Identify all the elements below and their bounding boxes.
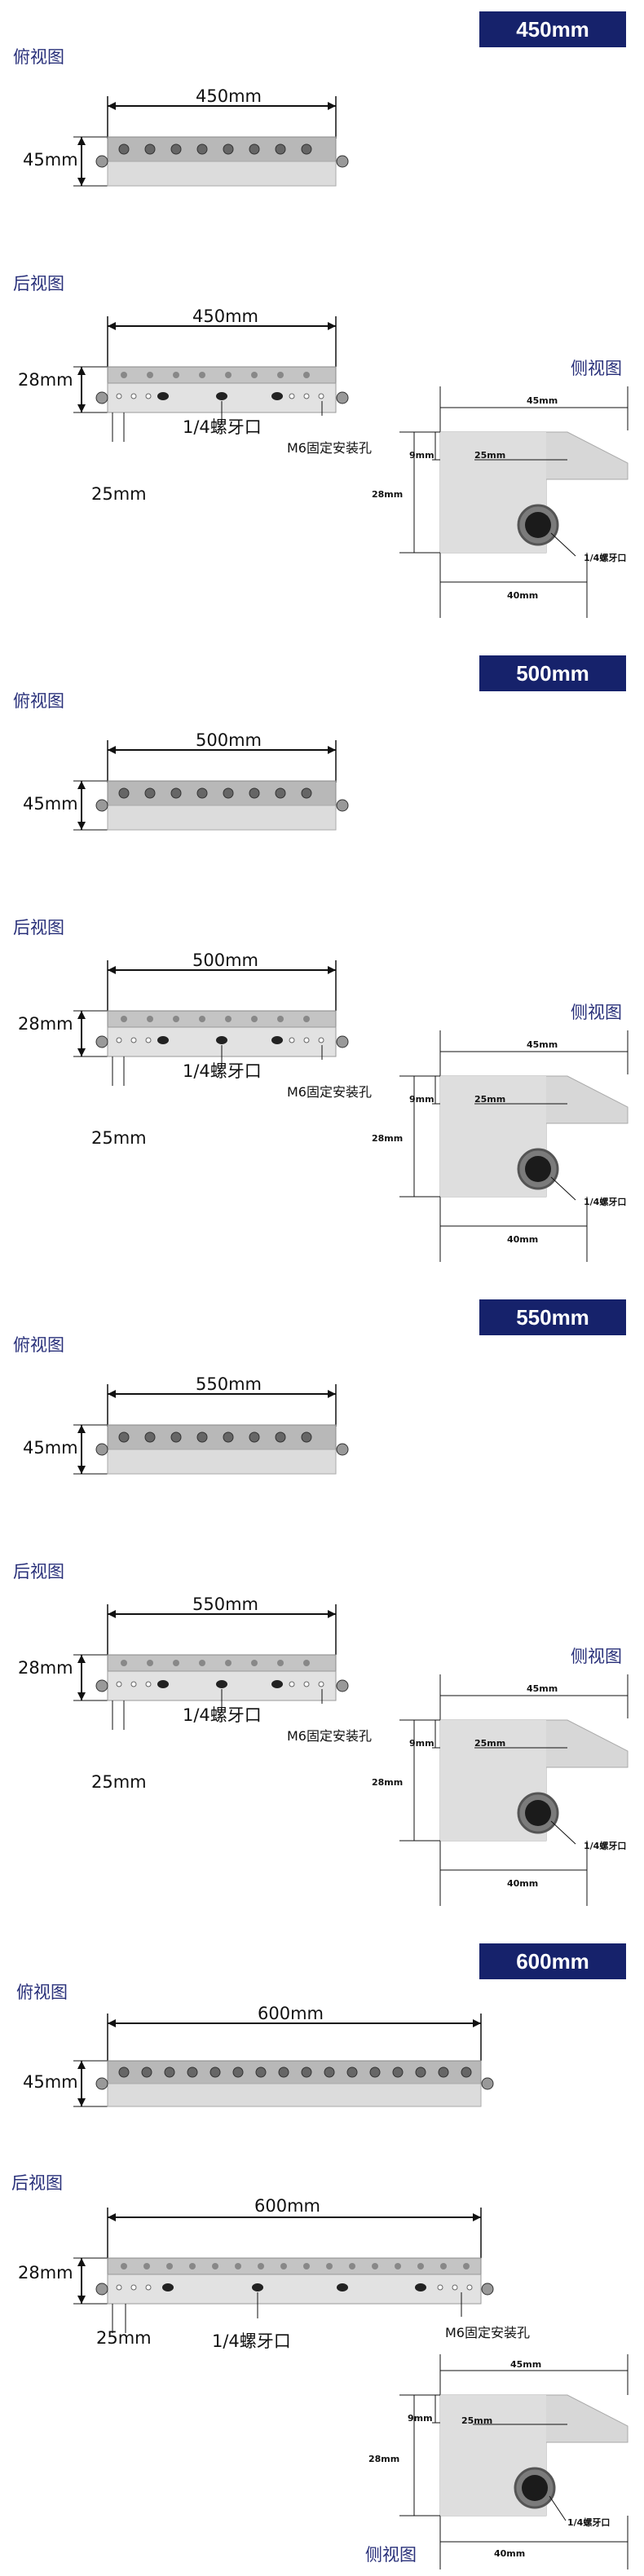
side-inner-label: 25mm (474, 450, 506, 461)
top-view-drawing (73, 96, 349, 187)
back-view-drawing (73, 960, 349, 1086)
back-length-label: 500mm (192, 951, 258, 970)
back-height-label: 28mm (18, 1658, 73, 1678)
side-view-drawing (399, 1674, 629, 1906)
side-view-label: 侧视图 (571, 1003, 622, 1022)
back-view-drawing (73, 1604, 349, 1730)
thread-label: 1/4螺牙口 (183, 1705, 262, 1725)
mount-hole-label: M6固定安装孔 (445, 2325, 530, 2340)
thread-label: 1/4螺牙口 (183, 1061, 262, 1081)
top-view-label: 俯视图 (13, 47, 64, 67)
side-view-label: 侧视图 (365, 2545, 417, 2565)
mount-hole-label: M6固定安装孔 (287, 1728, 372, 1744)
side-bottom-label: 40mm (494, 2548, 526, 2559)
side-view-drawing (399, 386, 629, 618)
side-width-label: 45mm (527, 395, 558, 406)
side-height-label: 28mm (372, 1133, 404, 1144)
back-view-label: 后视图 (13, 274, 64, 293)
back-spacing-label: 25mm (91, 1772, 147, 1792)
side-thread-label: 1/4螺牙口 (567, 2517, 611, 2528)
back-view-label: 后视图 (13, 1562, 64, 1581)
top-length-label: 550mm (196, 1374, 262, 1394)
side-offset-label: 9mm (409, 1094, 434, 1105)
side-view-drawing (399, 2354, 629, 2569)
side-inner-label: 25mm (474, 1094, 506, 1105)
side-height-label: 28mm (372, 1777, 404, 1788)
side-view-label: 侧视图 (571, 359, 622, 378)
back-height-label: 28mm (18, 1014, 73, 1034)
side-offset-label: 9mm (408, 2413, 433, 2424)
side-offset-label: 9mm (409, 450, 434, 461)
top-view-label: 俯视图 (13, 691, 64, 711)
section-450: 450mm 俯视图 450mm 45mm 后视图 (0, 0, 644, 644)
size-badge: 600mm (479, 1943, 626, 1979)
mount-hole-label: M6固定安装孔 (287, 440, 372, 456)
top-height-label: 45mm (23, 2072, 78, 2092)
size-badge: 550mm (479, 1299, 626, 1335)
top-view-label: 俯视图 (16, 1983, 68, 2002)
mount-hole-label: M6固定安装孔 (287, 1084, 372, 1100)
section-600: 600mm 俯视图 600mm 45mm 后视图 (0, 1932, 644, 2576)
top-height-label: 45mm (23, 794, 78, 814)
back-view-label: 后视图 (13, 918, 64, 937)
section-550: 550mm 俯视图 550mm 45mm 后视图 (0, 1288, 644, 1932)
top-height-label: 45mm (23, 150, 78, 170)
back-length-label: 450mm (192, 307, 258, 326)
side-view-label: 侧视图 (571, 1647, 622, 1666)
side-height-label: 28mm (368, 2454, 400, 2464)
back-spacing-label: 25mm (91, 1128, 147, 1148)
back-view-label: 后视图 (11, 2173, 63, 2193)
back-height-label: 28mm (18, 370, 73, 390)
top-view-drawing (73, 2014, 494, 2107)
back-view-drawing (73, 2208, 494, 2333)
top-length-label: 600mm (258, 2004, 324, 2023)
top-length-label: 450mm (196, 86, 262, 106)
side-thread-label: 1/4螺牙口 (584, 1197, 627, 1207)
side-offset-label: 9mm (409, 1738, 434, 1749)
back-view-drawing (73, 316, 349, 442)
back-spacing-label: 25mm (91, 484, 147, 504)
back-height-label: 28mm (18, 2263, 73, 2283)
top-height-label: 45mm (23, 1438, 78, 1458)
side-thread-label: 1/4螺牙口 (584, 553, 627, 563)
side-width-label: 45mm (527, 1683, 558, 1694)
back-spacing-label: 25mm (96, 2328, 152, 2348)
side-width-label: 45mm (510, 2359, 542, 2370)
side-thread-label: 1/4螺牙口 (584, 1841, 627, 1851)
side-height-label: 28mm (372, 489, 404, 500)
size-badge: 500mm (479, 655, 626, 691)
top-length-label: 500mm (196, 730, 262, 750)
top-view-drawing (73, 740, 349, 831)
top-view-label: 俯视图 (13, 1335, 64, 1355)
thread-label: 1/4螺牙口 (212, 2331, 291, 2351)
side-view-drawing (399, 1030, 629, 1262)
back-length-label: 550mm (192, 1595, 258, 1614)
side-bottom-label: 40mm (507, 1234, 539, 1245)
back-length-label: 600mm (254, 2196, 320, 2216)
side-inner-label: 25mm (461, 2415, 493, 2426)
side-bottom-label: 40mm (507, 590, 539, 601)
size-badge: 450mm (479, 11, 626, 47)
thread-label: 1/4螺牙口 (183, 417, 262, 437)
side-bottom-label: 40mm (507, 1878, 539, 1889)
section-500: 500mm 俯视图 500mm 45mm 后视图 (0, 644, 644, 1288)
side-width-label: 45mm (527, 1039, 558, 1050)
side-inner-label: 25mm (474, 1738, 506, 1749)
top-view-drawing (73, 1384, 349, 1475)
